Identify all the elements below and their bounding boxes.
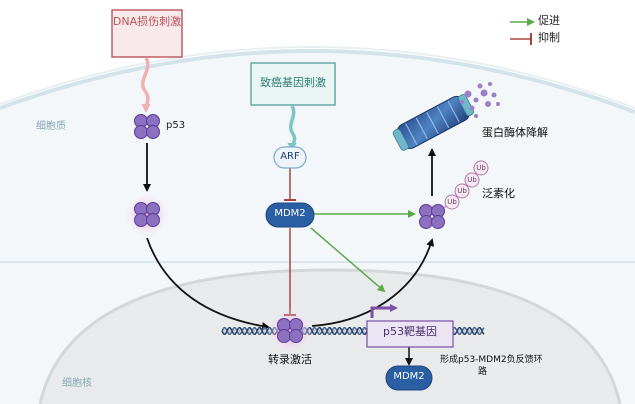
ub-label-1: Ub xyxy=(447,198,457,206)
cell-membrane-outer xyxy=(0,46,635,109)
feedback-label-line2: 路 xyxy=(478,367,488,377)
legend-inhibit-label: 抑制 xyxy=(538,31,560,44)
oncogenic-arrow xyxy=(287,105,297,152)
ubiquitin-circle-4 xyxy=(473,160,489,176)
p53-label: p53 xyxy=(166,120,186,131)
mdm2-pill xyxy=(265,202,315,228)
mdm2-to-target-arrow xyxy=(310,227,386,293)
nucleus-region xyxy=(40,270,620,404)
proteasome-icon xyxy=(392,94,475,151)
ubiquitination-label: 泛素化 xyxy=(482,187,515,200)
cytoplasm-label: 细胞质 xyxy=(36,121,66,132)
peptide-fragments xyxy=(460,82,500,118)
dna-damage-label: DNA损伤刺激 xyxy=(112,15,182,28)
transcription-start-arrow xyxy=(370,304,398,318)
ub-label-3: Ub xyxy=(467,176,477,184)
activated-p53-glow xyxy=(125,193,169,237)
ub-label-4: Ub xyxy=(476,164,486,172)
mdm2-label: MDM2 xyxy=(274,208,306,219)
oncogenic-label: 致癌基因刺激 xyxy=(260,76,326,89)
proteasome-label: 蛋白酶体降解 xyxy=(482,126,548,139)
mdm2-new-label: MDM2 xyxy=(393,371,425,382)
transcription-label: 转录激活 xyxy=(268,353,312,366)
target-gene-box xyxy=(366,320,454,348)
ub-label-2: Ub xyxy=(457,187,467,195)
p53-nuclear-translocation-arrow xyxy=(146,237,270,331)
ubiquitin-circle-3 xyxy=(464,172,480,188)
cell-membrane xyxy=(0,49,635,114)
oncogenic-box xyxy=(250,62,336,106)
nuclear-envelope xyxy=(38,268,622,404)
p53-tetramer-ubiquitinated xyxy=(419,204,445,229)
p53-tetramer-cytoplasm xyxy=(134,114,160,139)
legend-promote-label: 促进 xyxy=(538,14,560,27)
p53-tetramer-activated xyxy=(134,202,160,227)
mdm2-new-pill xyxy=(385,365,433,391)
ubiquitin-chain xyxy=(444,160,489,210)
ubiquitin-circle-1 xyxy=(444,194,460,210)
p53-tetramer-dna-bound xyxy=(277,318,303,343)
feedback-label-line1: 形成p53-MDM2负反馈环 xyxy=(440,355,543,365)
arf-label: ARF xyxy=(280,151,300,162)
dna-damage-arrow xyxy=(141,57,151,113)
feedback-curve-arrow xyxy=(311,238,435,327)
arf-pill xyxy=(273,146,307,169)
nucleus-label: 细胞核 xyxy=(62,378,92,389)
dna-bound-p53-glow xyxy=(268,309,312,353)
dna-damage-box xyxy=(111,9,183,58)
ubiquitin-circle-2 xyxy=(454,183,470,199)
target-gene-label: p53靶基因 xyxy=(383,325,437,338)
